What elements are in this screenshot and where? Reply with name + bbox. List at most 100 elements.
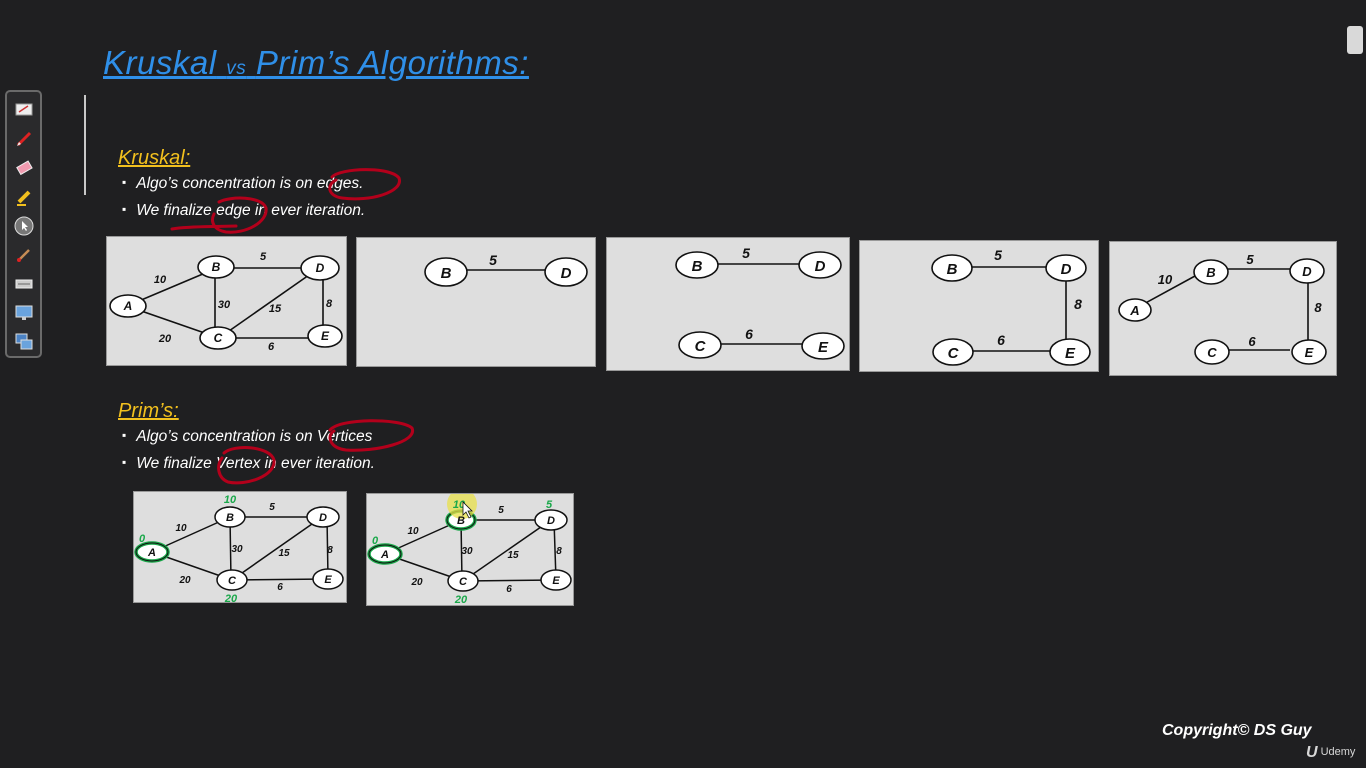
- node-label: C: [228, 575, 237, 587]
- node-label: D: [815, 258, 826, 275]
- screen-icon[interactable]: [14, 303, 34, 323]
- edge-weight: 5: [489, 252, 497, 268]
- node-label: A: [380, 549, 389, 561]
- presentation-controls-icon[interactable]: [1347, 26, 1363, 54]
- node-label: D: [1061, 261, 1072, 278]
- kruskal-step-1: B D 5: [356, 237, 596, 367]
- bullet-dot: ▪: [122, 455, 127, 469]
- whiteboard-icon[interactable]: [14, 100, 34, 120]
- title-vs: vs: [226, 58, 247, 79]
- node-label: D: [547, 515, 555, 527]
- node-label: C: [459, 576, 468, 588]
- edge-weight: 30: [218, 299, 231, 311]
- edge-weight: 10: [1158, 272, 1173, 287]
- kruskal-bullet-1: ▪ Algo’s concentration is on edges.: [122, 175, 363, 193]
- kruskal-bullet-2-text: We finalize edge in ever iteration.: [136, 202, 366, 219]
- node-label: C: [948, 345, 960, 362]
- edge-weight: 5: [994, 247, 1002, 263]
- node-label: E: [1305, 345, 1314, 360]
- node-label: E: [324, 574, 332, 586]
- prim-bullet-1: ▪Algo’s concentration is on Vertices: [122, 428, 372, 446]
- node-label: B: [692, 258, 703, 275]
- pen-icon[interactable]: [14, 129, 34, 149]
- eraser-icon[interactable]: [14, 158, 34, 178]
- slide-title: Kruskal vs Prim’s Algorithms:: [103, 44, 529, 82]
- edge-weight: 5: [1246, 252, 1254, 267]
- edge-weight: 8: [1074, 296, 1082, 312]
- node-value: 0: [139, 533, 146, 545]
- node-label: B: [212, 260, 221, 274]
- edge-weight: 15: [507, 550, 519, 561]
- edge-weight: 6: [745, 326, 753, 342]
- edge-weight: 8: [327, 545, 333, 556]
- screens-switch-icon[interactable]: [14, 332, 34, 352]
- edge-weight: 6: [268, 341, 275, 353]
- node-value: 20: [454, 594, 468, 606]
- node-label: E: [818, 339, 829, 356]
- graph-svg: A B C D E 10 5 30 15 8 20 6: [109, 251, 343, 353]
- edge-weight: 20: [178, 575, 191, 586]
- node-label: A: [147, 547, 156, 559]
- bullet-dot: ▪: [122, 175, 127, 189]
- edge-weight: 10: [175, 523, 187, 534]
- udemy-logo-icon: U: [1306, 744, 1318, 761]
- pointer-icon[interactable]: [14, 216, 34, 236]
- graph-svg: A B D C E 10 5 8 6: [1118, 252, 1327, 365]
- node-label: A: [1129, 303, 1139, 318]
- prim-step-1: A B C D E 10 5 30 15 8 20 6 0 10 20: [133, 491, 347, 604]
- kruskal-step-4: A B D C E 10 5 8 6: [1109, 241, 1337, 376]
- edge-weight: 5: [269, 502, 275, 513]
- edge-weight: 6: [506, 584, 512, 595]
- node-label: A: [123, 299, 133, 313]
- annotation-toolbar: [5, 90, 42, 358]
- prim-bullet-2-text: We finalize Vertex in ever iteration.: [136, 455, 375, 472]
- prim-step-2: A B C D E 10 5 30 15 8 20 6 0 10 20 5: [366, 493, 574, 606]
- keyboard-icon[interactable]: [14, 274, 34, 294]
- bullet-dot: ▪: [122, 202, 127, 216]
- title-kruskal: Kruskal: [103, 44, 217, 81]
- kruskal-graph-full: A B C D E 10 5 30 15 8 20 6: [106, 236, 347, 366]
- prim-bullet-1-text: Algo’s concentration is on Vertices: [136, 428, 373, 445]
- edge-weight: 8: [1314, 300, 1322, 315]
- highlighter-icon[interactable]: [14, 187, 34, 207]
- node-label: D: [561, 265, 572, 282]
- text-cursor-line: [84, 95, 86, 195]
- brush-icon[interactable]: [14, 245, 34, 265]
- node-value: 10: [224, 494, 237, 506]
- cursor-highlight: [447, 494, 477, 519]
- kruskal-step-3: B D C E 5 6 8: [859, 240, 1099, 372]
- kruskal-heading: Kruskal:: [118, 147, 191, 169]
- kruskal-step-2: B D C E 5 6: [606, 237, 850, 371]
- kruskal-bullet-2: ▪ We finalize edge in ever iteration.: [122, 202, 365, 220]
- prim-heading: Prim’s:: [118, 400, 179, 422]
- edge-weight: 20: [410, 577, 423, 588]
- graph-svg: A B C D E 10 5 30 15 8 20 6 0 10 20: [134, 494, 344, 604]
- edge-weight: 10: [154, 274, 167, 286]
- node-label: B: [457, 515, 465, 527]
- node-label: D: [316, 261, 325, 275]
- node-label: E: [552, 575, 560, 587]
- edge-weight: 15: [269, 303, 282, 315]
- node-value: 5: [546, 499, 553, 511]
- edge-weight: 5: [742, 245, 750, 261]
- edge-weight: 6: [997, 332, 1005, 348]
- graph-svg: B D C E 5 6: [675, 245, 845, 360]
- edge-weight: 10: [407, 526, 419, 537]
- edge-weight: 8: [326, 298, 333, 310]
- edge-weight: 20: [158, 333, 172, 345]
- node-label: B: [226, 512, 234, 524]
- mouse-cursor-icon: [462, 501, 473, 519]
- node-label: E: [1065, 345, 1076, 362]
- edge-weight: 30: [461, 546, 473, 557]
- edge-weight: 8: [556, 546, 562, 557]
- prim-bullet-2: ▪ We finalize Vertex in ever iteration.: [122, 455, 375, 473]
- node-label: C: [1207, 345, 1217, 360]
- edge-weight: 15: [278, 548, 290, 559]
- ink-underline: [170, 224, 238, 231]
- node-label: B: [441, 265, 452, 282]
- kruskal-bullet-1-text: Algo’s concentration is on edges.: [136, 175, 364, 192]
- node-value: 0: [372, 535, 379, 547]
- edge-weight: 6: [1248, 334, 1256, 349]
